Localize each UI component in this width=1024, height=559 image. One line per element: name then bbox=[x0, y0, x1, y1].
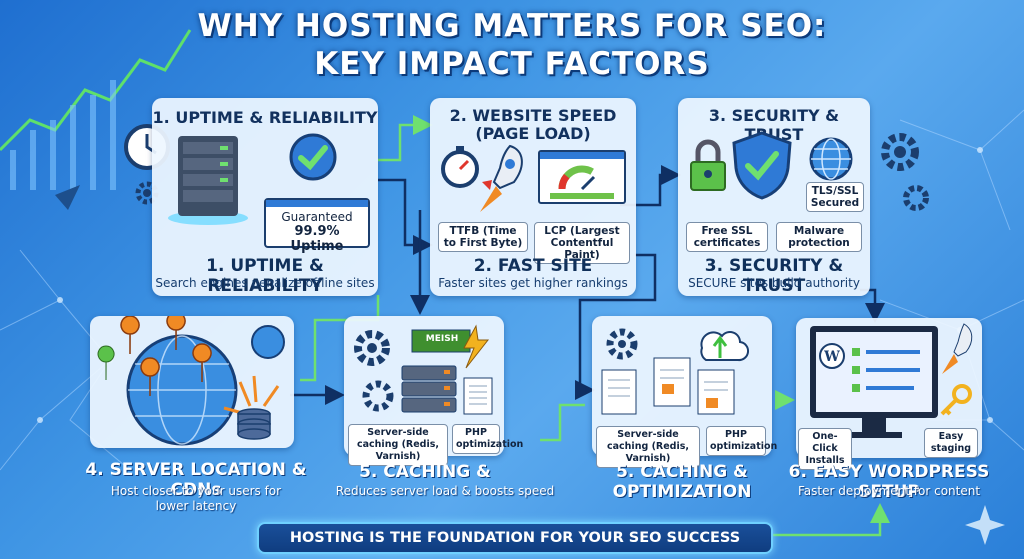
optimization-label-line1: 5. CACHING & bbox=[616, 462, 748, 482]
panel-uptime-title: 1. UPTIME & RELIABILITY bbox=[152, 108, 378, 127]
opt-chip-server: Server-side caching (Redis, Varnish) bbox=[596, 426, 700, 468]
sparkle-icon bbox=[965, 505, 1005, 545]
chip-free-ssl: Free SSL certificates bbox=[686, 222, 768, 252]
speed-gauge-icon bbox=[550, 165, 614, 199]
panel-security-desc: SECURE sites build authority bbox=[688, 276, 860, 290]
foundation-banner: HOSTING IS THE FOUNDATION FOR YOUR SEO S… bbox=[257, 522, 773, 554]
location-pin-green bbox=[97, 345, 115, 381]
shield-check-icon bbox=[732, 131, 792, 200]
opt-chip-php: PHP optimization bbox=[706, 426, 777, 456]
caching-illustration bbox=[354, 324, 493, 415]
uptime-badge: Guaranteed 99.9% Uptime bbox=[264, 198, 370, 254]
panel-uptime-tag: 1. UPTIME & RELIABILITY bbox=[206, 256, 324, 296]
caching-desc: Reduces server load & boosts speed bbox=[335, 484, 555, 498]
wordpress-label: 6. EASY WORDPRESS SETUP bbox=[788, 462, 990, 502]
panel-caching: MEISH Server-side caching (Redis, Varnis… bbox=[344, 316, 523, 466]
panel-security-tag: 3. SECURITY & TRUST bbox=[704, 256, 844, 296]
trend-line-icon bbox=[0, 29, 192, 152]
chip-ttfb: TTFB (Time to First Byte) bbox=[438, 222, 528, 252]
globe-icon bbox=[809, 137, 853, 181]
page-title-line1: WHY HOSTING MATTERS FOR SEO: bbox=[197, 8, 827, 44]
location-label: 4. SERVER LOCATION & CDNs bbox=[85, 460, 307, 500]
location-desc-line2: lower latency bbox=[155, 499, 237, 513]
speed-browser-window bbox=[538, 150, 626, 204]
badge-header-bar bbox=[266, 200, 368, 207]
wordpress-monitor-illustration: W bbox=[810, 323, 973, 438]
tls-badge: TLS/SSL Secured bbox=[806, 182, 864, 212]
page-title-line2: KEY IMPACT FACTORS bbox=[314, 46, 710, 82]
rocket-icon bbox=[480, 144, 523, 212]
panel-speed-desc: Faster sites get higher rankings bbox=[438, 276, 628, 290]
optimization-label-line2: OPTIMIZATION bbox=[612, 482, 752, 502]
svg-text:W: W bbox=[823, 349, 840, 365]
wp-chip-installs: One-Click Installs bbox=[798, 428, 852, 470]
triangle-icon bbox=[55, 185, 80, 210]
panel-wordpress: W One-Click Installs Easy staging bbox=[796, 318, 982, 470]
badge-line2: 99.9% Uptime bbox=[290, 224, 344, 254]
optimization-illustration bbox=[601, 328, 749, 415]
panel-optimization: Server-side caching (Redis, Varnish) PHP… bbox=[592, 316, 777, 468]
chip-malware: Malware protection bbox=[776, 222, 862, 252]
panel-speed-title-line2: (PAGE LOAD) bbox=[475, 124, 591, 143]
panel-speed-title-line1: 2. WEBSITE SPEED bbox=[449, 106, 617, 125]
caching-chip-server: Server-side caching (Redis, Varnish) bbox=[348, 424, 448, 466]
padlock-icon bbox=[690, 139, 726, 191]
wp-chip-staging: Easy staging bbox=[924, 428, 978, 458]
checkmark-circle-icon bbox=[289, 133, 337, 181]
server-rack-icon bbox=[168, 136, 248, 225]
chip-lcp: LCP (Largest Contentful Paint) bbox=[534, 222, 630, 264]
badge-line1: Guaranteed bbox=[281, 210, 353, 224]
panel-security: 3. SECURITY & TRUST TLS/SSL Secured Free… bbox=[678, 98, 870, 296]
globe-pins-illustration bbox=[97, 316, 285, 446]
location-desc-line1: Host closer to your users for bbox=[110, 484, 282, 498]
panel-speed: 2. WEBSITE SPEED (PAGE LOAD) TTFB (Time … bbox=[430, 98, 636, 296]
caching-label: 5. CACHING & bbox=[359, 462, 491, 482]
panel-location bbox=[90, 316, 294, 448]
ram-module-label: MEISH bbox=[425, 334, 459, 344]
panel-speed-tag: 2. FAST SITE bbox=[473, 256, 593, 276]
panel-uptime: 1. UPTIME & RELIABILITY Guaranteed 99.9%… bbox=[152, 98, 378, 296]
wordpress-desc: Faster deployment for content bbox=[797, 484, 981, 498]
caching-chip-php: PHP optimization bbox=[452, 424, 523, 454]
panel-uptime-desc: Search engines penalize offline sites bbox=[155, 276, 375, 290]
stopwatch-icon bbox=[441, 146, 479, 188]
gears-icon bbox=[881, 133, 929, 211]
